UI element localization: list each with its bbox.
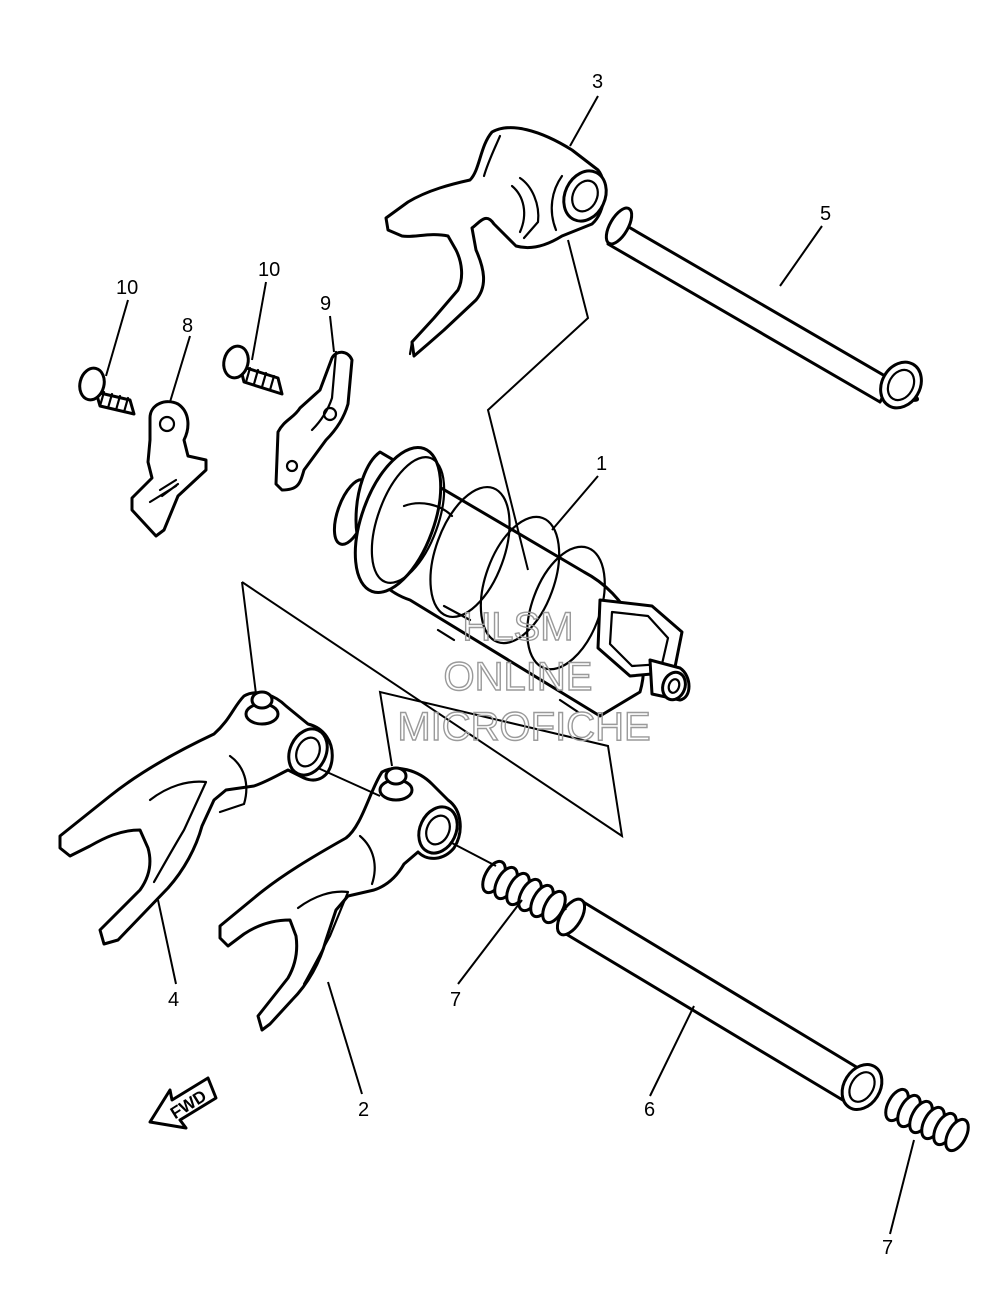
watermark-line-1: HLSM (462, 605, 573, 649)
callout-8: 8 (182, 315, 193, 337)
callout-7-upper: 7 (450, 989, 461, 1011)
part-7-spring-lower (884, 1087, 970, 1153)
callout-7-lower: 7 (882, 1237, 893, 1259)
watermark: HLSM ONLINE MICROFICHE (397, 604, 652, 749)
callout-1: 1 (596, 453, 607, 475)
watermark-line-3: MICROFICHE (397, 705, 650, 749)
part-1-shift-drum (332, 446, 691, 718)
callout-6: 6 (644, 1099, 655, 1121)
part-8-bracket (130, 400, 208, 538)
part-4-shift-fork (58, 690, 334, 946)
callout-4: 4 (168, 989, 179, 1011)
callout-5: 5 (820, 203, 831, 225)
callout-10-left: 10 (116, 277, 138, 299)
callout-labels: 1 2 3 4 5 6 7 7 8 9 10 10 (116, 71, 893, 1259)
part-3-shift-fork (384, 126, 608, 358)
callout-9: 9 (320, 293, 331, 315)
part-6-guide-bar (555, 897, 884, 1111)
part-10-screw-right (222, 344, 284, 396)
callout-3: 3 (592, 71, 603, 93)
part-2-shift-fork (218, 766, 462, 1032)
part-10-screw-left (78, 366, 136, 416)
watermark-line-2: ONLINE (444, 655, 593, 699)
part-7-spring-upper (481, 859, 567, 925)
callout-leaders (105, 95, 915, 1235)
part-5-guide-bar (604, 206, 923, 410)
callout-2: 2 (358, 1099, 369, 1121)
fwd-arrow-icon: FWD (148, 1076, 218, 1130)
callout-10-right: 10 (258, 259, 280, 281)
part-9-plate (274, 350, 354, 492)
assembly-lines (241, 239, 624, 911)
